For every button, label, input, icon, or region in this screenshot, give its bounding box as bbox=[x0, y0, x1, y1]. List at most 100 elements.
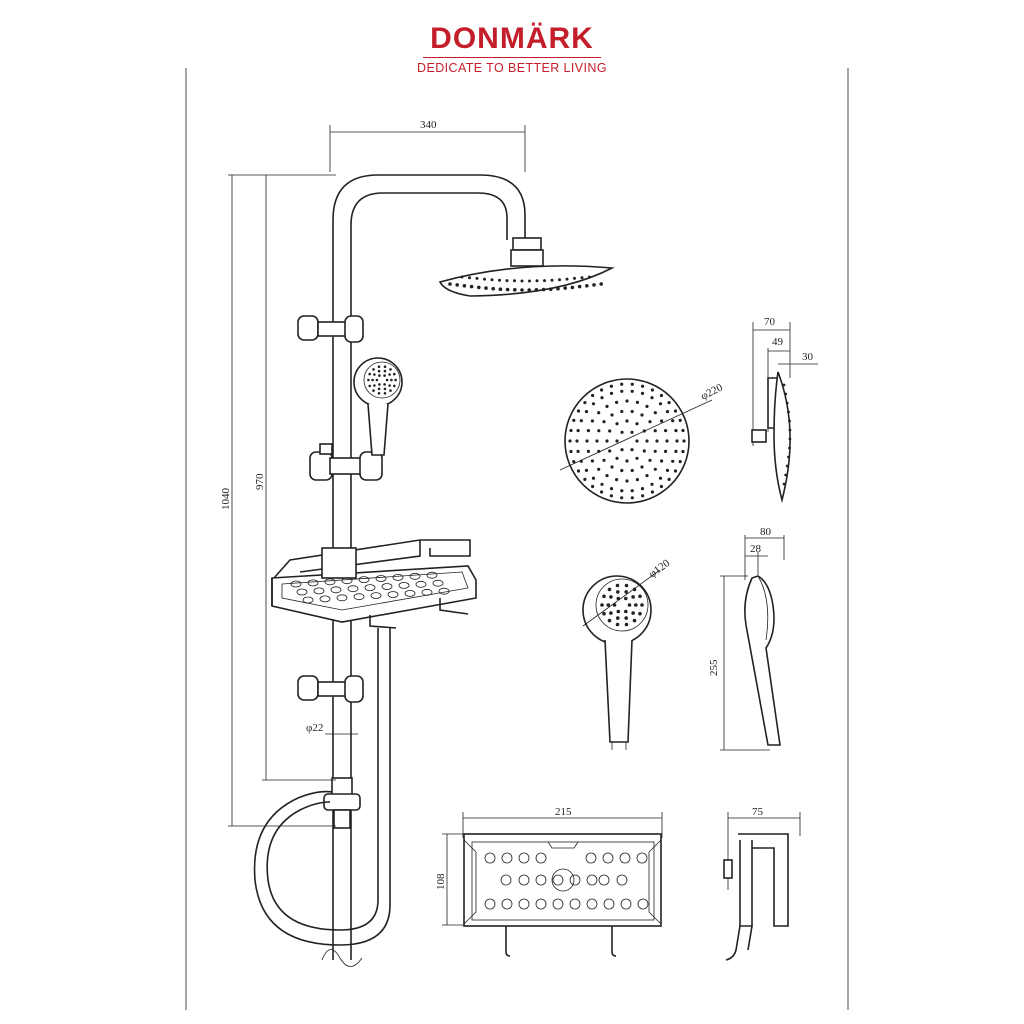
nozzle-dot bbox=[575, 439, 579, 443]
nozzle-dot bbox=[605, 474, 609, 478]
drain-hole bbox=[387, 591, 399, 598]
drain-hole bbox=[392, 574, 404, 581]
nozzle-dot bbox=[368, 372, 372, 376]
nozzle-dot bbox=[624, 622, 629, 627]
nozzle-dot bbox=[491, 286, 496, 291]
nozzle-dot bbox=[577, 284, 582, 289]
nozzle-dot bbox=[394, 378, 397, 382]
nozzle-dot bbox=[367, 378, 370, 382]
nozzle-dot bbox=[653, 467, 657, 471]
nozzle-dot bbox=[667, 477, 671, 481]
nozzle-dot bbox=[586, 429, 591, 433]
nozzle-dot bbox=[585, 284, 589, 288]
drain-hole bbox=[616, 874, 628, 886]
nozzle-dot bbox=[520, 279, 524, 283]
nozzle-dot bbox=[558, 278, 561, 282]
drain-hole bbox=[620, 898, 632, 910]
nozzle-dot bbox=[580, 276, 584, 280]
drain-hole bbox=[415, 580, 427, 588]
nozzle-dot bbox=[498, 287, 503, 292]
nozzle-dot bbox=[615, 422, 619, 426]
drain-hole bbox=[409, 572, 421, 580]
nozzle-dot bbox=[477, 285, 481, 290]
nozzle-dot bbox=[624, 583, 629, 588]
nozzle-dot bbox=[607, 618, 612, 623]
hand-shower-mounted bbox=[353, 357, 403, 456]
nozzle-dot bbox=[631, 611, 635, 615]
drain-hole bbox=[552, 898, 564, 910]
rain-head-side bbox=[438, 265, 615, 297]
nozzle-dot bbox=[448, 282, 452, 286]
shelf-top-view: 215 108 bbox=[435, 806, 663, 957]
nozzle-dot bbox=[583, 401, 587, 405]
nozzle-dot bbox=[535, 279, 539, 283]
nozzle-dot bbox=[576, 429, 580, 433]
nozzle-dot bbox=[610, 413, 614, 417]
nozzle-dot bbox=[645, 404, 649, 408]
nozzle-dot bbox=[620, 468, 624, 473]
nozzle-dot bbox=[682, 439, 686, 443]
nozzle-dot bbox=[630, 489, 634, 493]
nozzle-dot bbox=[671, 459, 675, 463]
nozzle-dot bbox=[513, 279, 516, 283]
dim-arm-width: 340 bbox=[329, 119, 526, 172]
nozzle-dot bbox=[378, 383, 381, 386]
nozzle-dot bbox=[469, 284, 474, 289]
dim-label-340: 340 bbox=[420, 119, 437, 131]
dim-label-28: 28 bbox=[750, 543, 762, 555]
nozzle-dot bbox=[650, 482, 654, 486]
drain-hole bbox=[586, 898, 598, 910]
nozzle-dot bbox=[377, 387, 381, 391]
drain-hole bbox=[336, 594, 348, 602]
drain-hole bbox=[637, 898, 649, 910]
dim-label-70: 70 bbox=[764, 316, 776, 328]
nozzle-dot bbox=[648, 458, 652, 462]
nozzle-dot bbox=[630, 382, 634, 386]
nozzle-dot bbox=[600, 603, 604, 607]
nozzle-dot bbox=[375, 378, 379, 382]
drain-hole bbox=[398, 582, 410, 589]
drain-hole bbox=[438, 587, 450, 595]
drain-hole bbox=[370, 592, 382, 599]
nozzle-dot bbox=[640, 391, 645, 395]
nozzle-dot bbox=[590, 419, 595, 423]
nozzle-dot bbox=[641, 494, 645, 498]
drain-hole bbox=[375, 575, 387, 582]
drain-hole-center bbox=[551, 868, 575, 892]
nozzle-dot bbox=[625, 459, 629, 463]
drain-hole bbox=[535, 852, 547, 864]
drain-hole bbox=[319, 595, 331, 603]
drain-hole bbox=[619, 852, 631, 864]
drain-hole bbox=[330, 586, 342, 594]
nozzle-dot bbox=[640, 465, 644, 469]
nozzle-dot bbox=[609, 391, 614, 395]
nozzle-dot bbox=[520, 288, 524, 292]
brand-tagline: DEDICATE TO BETTER LIVING bbox=[417, 61, 607, 75]
nozzle-dot bbox=[572, 460, 576, 464]
nozzle-dot bbox=[389, 368, 392, 371]
nozzle-dot bbox=[388, 384, 391, 387]
nozzle-dot bbox=[597, 467, 601, 471]
nozzle-dot bbox=[634, 603, 638, 607]
nozzle-dot bbox=[576, 469, 581, 473]
nozzle-dot bbox=[624, 609, 628, 614]
nozzle-dot bbox=[607, 587, 612, 592]
dim-label-49: 49 bbox=[772, 336, 784, 348]
nozzle-dot bbox=[372, 368, 375, 371]
nozzle-dot bbox=[620, 409, 624, 414]
nozzle-dot bbox=[640, 487, 645, 491]
dim-label-30: 30 bbox=[802, 351, 814, 363]
drain-hole bbox=[358, 576, 370, 583]
drain-hole bbox=[484, 898, 496, 910]
nozzle-dot bbox=[602, 458, 606, 462]
nozzle-dot bbox=[595, 439, 599, 443]
nozzle-dot bbox=[609, 487, 614, 491]
drain-hole bbox=[598, 874, 610, 886]
nozzle-dot bbox=[630, 389, 634, 393]
nozzle-dot bbox=[373, 384, 376, 387]
shower-column bbox=[332, 174, 544, 960]
nozzle-dot bbox=[600, 396, 604, 400]
nozzle-dot bbox=[383, 387, 387, 391]
nozzle-dot bbox=[664, 449, 668, 453]
nozzle-dot bbox=[615, 583, 620, 588]
